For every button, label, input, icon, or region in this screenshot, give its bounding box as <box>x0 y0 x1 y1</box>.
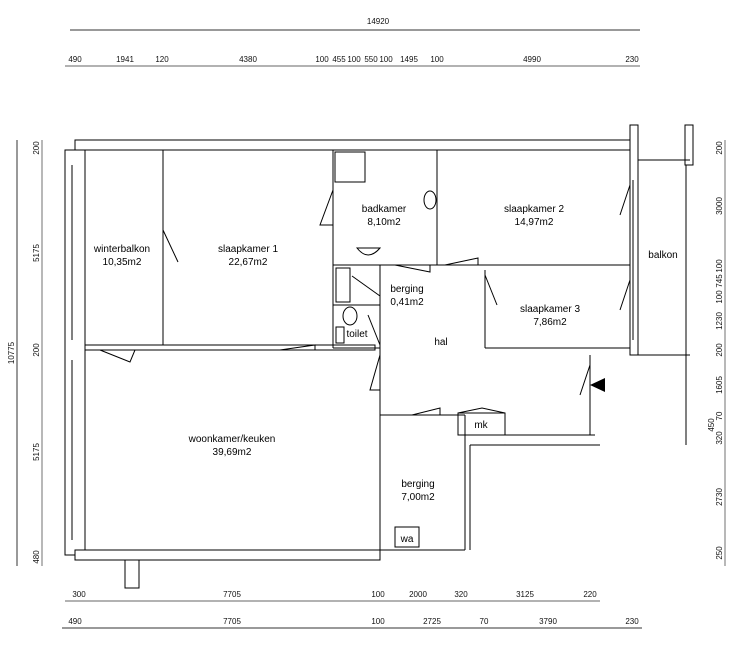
dim-label: 1230 <box>715 312 724 330</box>
dim-label: 200 <box>32 343 41 357</box>
room-name-winterbalkon: winterbalkon <box>93 244 150 255</box>
dim-label: 4990 <box>523 55 541 64</box>
room-labels: winterbalkon 10,35m2 slaapkamer 1 22,67m… <box>93 204 678 545</box>
room-area-woonkamer: 39,69m2 <box>213 447 252 458</box>
room-name-toilet: toilet <box>346 329 367 340</box>
dim-label: 14920 <box>367 17 390 26</box>
dim-label: 5175 <box>32 443 41 461</box>
toilet-fixture-icon <box>342 306 358 326</box>
shower-icon <box>334 151 366 183</box>
dim-label: 7705 <box>223 590 241 599</box>
room-name-slaapkamer2: slaapkamer 2 <box>504 204 564 215</box>
fixtures <box>334 151 605 548</box>
dim-label: 10775 <box>7 341 16 364</box>
dim-label: 320 <box>454 590 468 599</box>
room-name-wa: wa <box>400 534 414 545</box>
dim-label: 1605 <box>715 376 724 394</box>
left-dimension-column: 10775 200 5175 200 5175 480 <box>7 140 43 566</box>
dim-label: 480 <box>32 550 41 564</box>
sink-icon <box>355 247 382 256</box>
room-name-balkon: balkon <box>648 250 677 261</box>
cistern-icon <box>335 326 345 344</box>
bottom-dimension-row-2: 490 7705 100 2725 70 3790 230 <box>62 617 642 629</box>
room-area-berging-large: 7,00m2 <box>401 492 435 503</box>
dim-label: 2730 <box>715 488 724 506</box>
dim-label: 3125 <box>516 590 534 599</box>
dim-label: 200 <box>32 141 41 155</box>
dim-label: 100 <box>715 259 724 273</box>
room-area-winterbalkon: 10,35m2 <box>103 257 142 268</box>
dim-label: 455 <box>332 55 346 64</box>
dim-label: 100 <box>371 617 385 626</box>
room-area-badkamer: 8,10m2 <box>367 217 401 228</box>
dim-label: 100 <box>371 590 385 599</box>
dim-label: 3000 <box>715 197 724 215</box>
washing-machine <box>394 526 420 548</box>
room-name-mk: mk <box>474 420 488 431</box>
room-area-slaapkamer1: 22,67m2 <box>229 257 268 268</box>
dim-label: 300 <box>72 590 86 599</box>
dim-label: 490 <box>68 617 82 626</box>
dim-label: 200 <box>715 343 724 357</box>
overall-width-dimension: 14920 <box>70 17 640 31</box>
dim-label: 100 <box>430 55 444 64</box>
dim-label: 100 <box>379 55 393 64</box>
room-name-woonkamer: woonkamer/keuken <box>188 434 276 445</box>
toilet-fixture-icon <box>423 190 437 210</box>
dim-label: 230 <box>625 55 639 64</box>
room-area-berging-small: 0,41m2 <box>390 297 424 308</box>
dim-label: 1495 <box>400 55 418 64</box>
dim-label: 1941 <box>116 55 134 64</box>
bottom-dimension-row-1: 300 7705 100 2000 320 3125 220 <box>65 590 600 602</box>
doors <box>99 184 631 416</box>
room-area-slaapkamer2: 14,97m2 <box>515 217 554 228</box>
room-area-slaapkamer3: 7,86m2 <box>533 317 567 328</box>
entrance-arrow-icon <box>590 378 605 392</box>
room-name-badkamer: badkamer <box>362 204 407 215</box>
room-name-hal: hal <box>434 337 447 348</box>
room-name-slaapkamer3: slaapkamer 3 <box>520 304 580 315</box>
room-name-berging-large: berging <box>401 479 434 490</box>
dim-label: 490 <box>68 55 82 64</box>
dim-label: 100 <box>315 55 329 64</box>
dim-label: 200 <box>715 141 724 155</box>
dim-label: 2000 <box>409 590 427 599</box>
dim-label: 550 <box>364 55 378 64</box>
room-name-slaapkamer1: slaapkamer 1 <box>218 244 278 255</box>
dim-label: 4380 <box>239 55 257 64</box>
right-dimension-column: 200 3000 100 745 100 1230 200 1605 70 45… <box>707 140 726 566</box>
dim-label: 100 <box>347 55 361 64</box>
walls <box>64 124 694 589</box>
dim-label: 2725 <box>423 617 441 626</box>
dim-label: 250 <box>715 546 724 560</box>
dim-label: 320 <box>715 431 724 445</box>
dim-label: 100 <box>715 290 724 304</box>
dim-label: 3790 <box>539 617 557 626</box>
top-dimension-row: 490 1941 120 4380 100 455 100 550 100 14… <box>65 55 640 67</box>
dim-label: 5175 <box>32 244 41 262</box>
dim-label: 70 <box>715 411 724 420</box>
room-name-berging-small: berging <box>390 284 423 295</box>
dim-label: 745 <box>715 274 724 288</box>
shaft-icon <box>335 267 351 303</box>
meter-cupboard <box>457 412 506 436</box>
dim-label: 230 <box>625 617 639 626</box>
dim-label: 7705 <box>223 617 241 626</box>
dim-label: 120 <box>155 55 169 64</box>
dim-label: 70 <box>480 617 489 626</box>
dim-label: 220 <box>583 590 597 599</box>
dim-label: 450 <box>707 418 716 432</box>
